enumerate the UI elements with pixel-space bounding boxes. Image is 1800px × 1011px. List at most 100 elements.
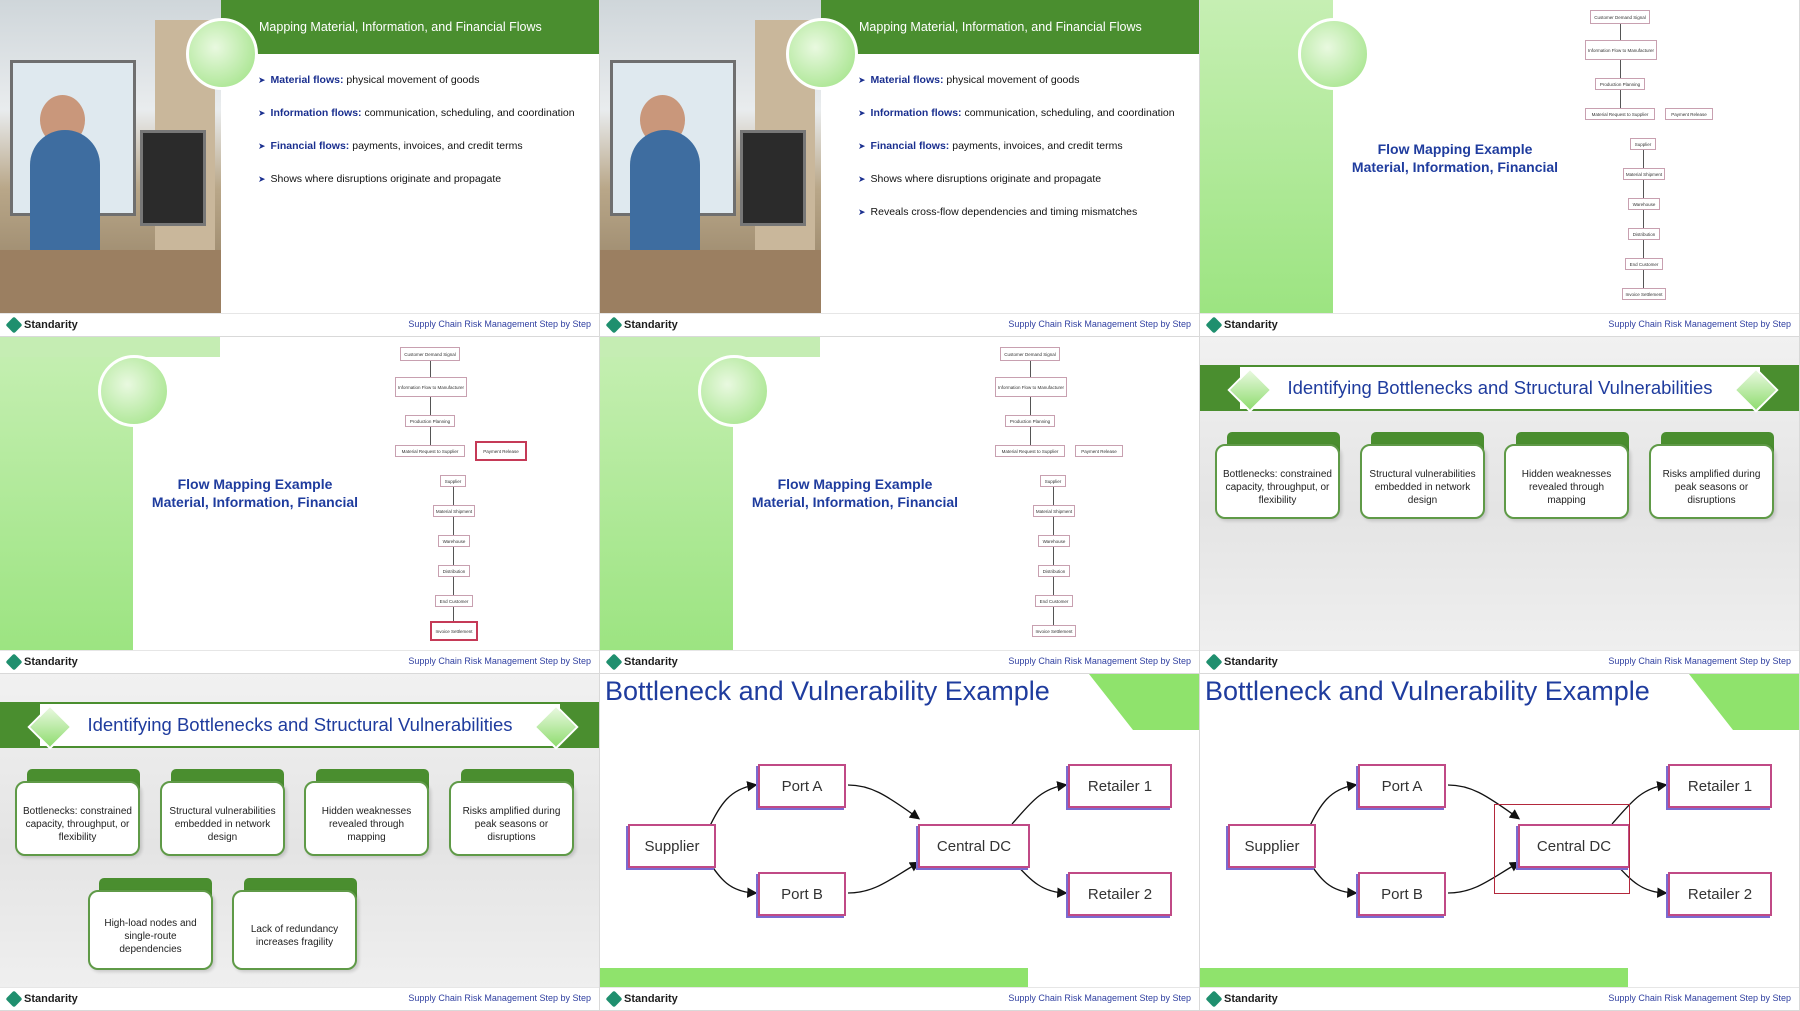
flow-connector [1030, 397, 1031, 415]
flow-box: Supplier [1630, 138, 1656, 150]
office-photo [600, 0, 821, 314]
standarity-logo: Standarity [1205, 990, 1278, 1008]
arrow-bullet-icon: ➤ [858, 207, 866, 217]
standarity-logo: Standarity [1205, 316, 1278, 334]
slide-2-thumbnail[interactable]: Mapping Material, Information, and Finan… [600, 0, 1199, 336]
slide-title: Mapping Material, Information, and Finan… [221, 0, 599, 54]
info-card: Lack of redundancy increases fragility [232, 890, 357, 970]
node-port-a: Port A [758, 764, 846, 808]
green-top-strip [600, 337, 820, 357]
arrow-bullet-icon: ➤ [858, 174, 866, 184]
bullet-item: ➤Shows where disruptions originate and p… [258, 173, 502, 185]
standarity-logo: Standarity [605, 653, 678, 671]
slide-title: Bottleneck and Vulnerability Example [1205, 676, 1650, 706]
flow-box: Distribution [1628, 228, 1660, 240]
flow-connector [1053, 547, 1054, 565]
bullet-list: ➤Material flows: physical movement of go… [858, 74, 1198, 239]
flow-connector [1620, 24, 1621, 40]
slide-6-thumbnail[interactable]: Identifying Bottlenecks and Structural V… [1200, 337, 1799, 673]
bullet-list: ➤Material flows: physical movement of go… [258, 74, 598, 206]
flow-box: Production Planning [1595, 78, 1645, 90]
flow-box: Information Flow to Manufacturer [395, 377, 467, 397]
flow-box: Customer Demand Signal [1590, 10, 1650, 24]
slide-9-thumbnail[interactable]: Bottleneck and Vulnerability Example Sup… [1200, 674, 1799, 1010]
bullet-item: ➤Financial flows: payments, invoices, an… [258, 140, 523, 152]
flow-box: Material Shipment [433, 505, 475, 517]
flow-connector [1053, 607, 1054, 625]
flow-connector [1643, 150, 1644, 168]
standarity-logo: Standarity [605, 316, 678, 334]
logo-icon [1205, 316, 1223, 334]
flow-connector [1643, 180, 1644, 198]
photo-person [630, 130, 700, 260]
flow-box: Customer Demand Signal [1000, 347, 1060, 361]
flow-box: Material Request to Supplier [1585, 108, 1655, 120]
flow-box: Material Request to Supplier [995, 445, 1065, 457]
flow-connector [1620, 90, 1621, 108]
node-supplier: Supplier [628, 824, 716, 868]
info-card: Risks amplified during peak seasons or d… [1649, 444, 1774, 519]
info-card: Structural vulnerabilities embedded in n… [1360, 444, 1485, 519]
flow-box: Information Flow to Manufacturer [995, 377, 1067, 397]
node-retailer-2: Retailer 2 [1068, 872, 1172, 916]
arrow-bullet-icon: ➤ [258, 141, 266, 151]
flow-connector [453, 577, 454, 595]
flow-box: End Customer [1035, 595, 1073, 607]
info-card: Hidden weaknesses revealed through mappi… [1504, 444, 1629, 519]
slide-title: Identifying Bottlenecks and Structural V… [1240, 367, 1760, 409]
bullet-item: ➤Information flows: communication, sched… [258, 107, 575, 119]
standarity-logo: Standarity [605, 990, 678, 1008]
flow-connector [1643, 270, 1644, 288]
flow-connector [453, 547, 454, 565]
slide-8-thumbnail[interactable]: Bottleneck and Vulnerability Example Sup… [600, 674, 1199, 1010]
flow-connector [453, 487, 454, 505]
green-bottom-bar [600, 968, 1028, 988]
info-card: Structural vulnerabilities embedded in n… [160, 781, 285, 856]
flow-box: Payment Release [1075, 445, 1123, 457]
logo-icon [5, 316, 23, 334]
flow-box: Supplier [1040, 475, 1066, 487]
standarity-logo: Standarity [5, 316, 78, 334]
arrow-bullet-icon: ➤ [858, 108, 866, 118]
arrow-bullet-icon: ➤ [858, 75, 866, 85]
standarity-logo: Standarity [5, 990, 78, 1008]
arrow-bullet-icon: ➤ [258, 108, 266, 118]
node-port-b: Port B [1358, 872, 1446, 916]
flow-box: Warehouse [1038, 535, 1070, 547]
node-supplier: Supplier [1228, 824, 1316, 868]
bullet-item: ➤Financial flows: payments, invoices, an… [858, 140, 1123, 152]
bottleneck-highlight [1494, 804, 1630, 894]
bullet-item: ➤Shows where disruptions originate and p… [858, 173, 1102, 185]
green-top-strip [0, 337, 220, 357]
decorative-circle [186, 18, 258, 90]
decorative-circle [698, 355, 770, 427]
slide-1-thumbnail[interactable]: Mapping Material, Information, and Finan… [0, 0, 599, 336]
photo-desk [600, 250, 821, 314]
info-card: Risks amplified during peak seasons or d… [449, 781, 574, 856]
flow-connector [1030, 361, 1031, 377]
flow-box: Payment Release [1665, 108, 1713, 120]
slide-7-thumbnail[interactable]: Identifying Bottlenecks and Structural V… [0, 674, 599, 1010]
flow-connector [430, 361, 431, 377]
green-bottom-bar [1200, 968, 1628, 988]
logo-icon [605, 653, 623, 671]
flow-connector [1620, 60, 1621, 78]
info-card: Bottlenecks: constrained capacity, throu… [15, 781, 140, 856]
flow-box: Supplier [440, 475, 466, 487]
flow-box-highlighted: Payment Release [475, 441, 527, 461]
flow-box: Distribution [1038, 565, 1070, 577]
node-port-a: Port A [1358, 764, 1446, 808]
arrow-bullet-icon: ➤ [858, 141, 866, 151]
